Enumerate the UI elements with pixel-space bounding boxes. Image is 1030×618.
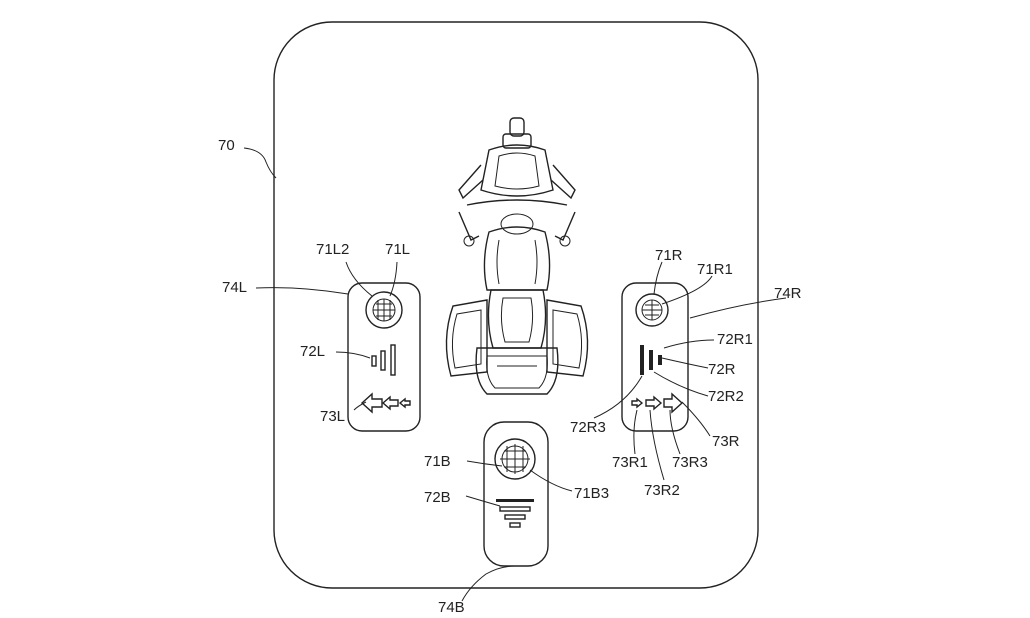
label-73L: 73L bbox=[320, 408, 345, 425]
label-71L: 71L bbox=[385, 241, 410, 258]
label-72R3: 72R3 bbox=[570, 419, 606, 436]
label-73R: 73R bbox=[712, 433, 740, 450]
label-70: 70 bbox=[218, 137, 235, 154]
label-72L: 72L bbox=[300, 343, 325, 360]
label-73R1: 73R1 bbox=[612, 454, 648, 471]
label-73R2: 73R2 bbox=[644, 482, 680, 499]
left-crosshair-target-icon bbox=[365, 291, 403, 329]
bottom-level-bars-icon bbox=[496, 499, 534, 528]
label-72B: 72B bbox=[424, 489, 451, 506]
right-crosshair-target-icon bbox=[635, 293, 669, 327]
right-direction-arrows-icon bbox=[631, 392, 684, 414]
label-71R: 71R bbox=[655, 247, 683, 264]
bottom-indicator-panel bbox=[483, 421, 549, 567]
label-71L2: 71L2 bbox=[316, 241, 349, 258]
label-71B: 71B bbox=[424, 453, 451, 470]
right-indicator-panel bbox=[621, 282, 689, 432]
label-72R1: 72R1 bbox=[717, 331, 753, 348]
left-direction-arrows-icon bbox=[360, 392, 411, 414]
label-72R2: 72R2 bbox=[708, 388, 744, 405]
bottom-crosshair-target-icon bbox=[494, 438, 536, 480]
label-72R: 72R bbox=[708, 361, 736, 378]
label-74L: 74L bbox=[222, 279, 247, 296]
label-73R3: 73R3 bbox=[672, 454, 708, 471]
leader-lines bbox=[243, 147, 787, 602]
label-71R1: 71R1 bbox=[697, 261, 733, 278]
right-level-bars-icon bbox=[640, 345, 662, 375]
label-74B: 74B bbox=[438, 599, 465, 616]
left-level-bars-icon bbox=[371, 344, 396, 376]
label-71B3: 71B3 bbox=[574, 485, 609, 502]
left-indicator-panel bbox=[347, 282, 421, 432]
motorcycle-top-view-icon bbox=[445, 117, 589, 395]
display-frame bbox=[273, 21, 759, 589]
label-74R: 74R bbox=[774, 285, 802, 302]
